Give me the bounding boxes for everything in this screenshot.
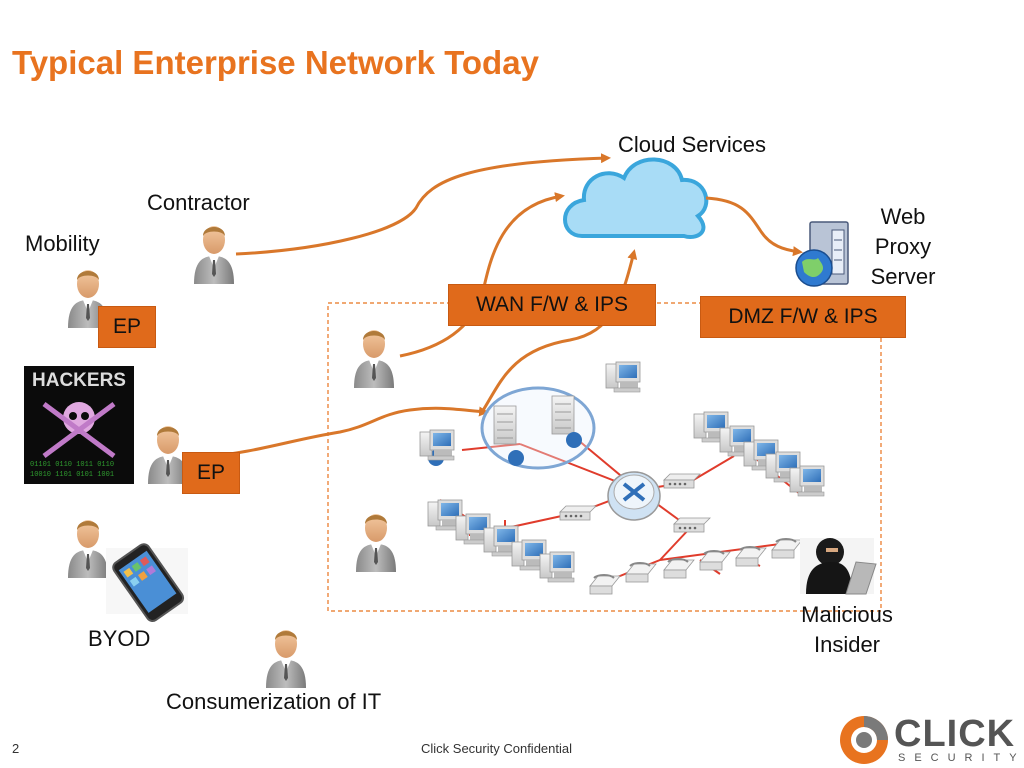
smartphone-image <box>106 543 188 622</box>
malicious-insider-image <box>800 538 877 595</box>
internal-user-person-icon <box>354 330 394 388</box>
cloud-shape <box>563 157 709 239</box>
byod-label: BYOD <box>88 626 151 651</box>
mobility-label: Mobility <box>25 231 100 256</box>
contractor-person-icon <box>194 226 234 284</box>
core-router-icon <box>607 471 661 521</box>
web-proxy-server-label: Web Proxy Server <box>870 204 936 289</box>
arrow-user-wan <box>399 192 565 358</box>
dmz-firewall-tag: DMZ F/W & IPS <box>700 296 906 338</box>
svg-text:10010 1101 0101 1001: 10010 1101 0101 1001 <box>30 471 114 479</box>
malicious-insider-label: Malicious Insider <box>801 602 893 657</box>
click-security-logo-icon <box>840 716 888 764</box>
consumerization-label: Consumerization of IT <box>166 689 382 714</box>
page-number: 2 <box>12 741 20 756</box>
database-badge-icon <box>566 432 582 448</box>
server-1 <box>493 405 517 445</box>
logo-name: CLICK <box>894 713 1016 755</box>
wan-firewall-tag: WAN F/W & IPS <box>448 284 656 326</box>
byod-person-icon <box>68 520 108 578</box>
arrow-contractor-cloud <box>235 153 611 256</box>
arrow-cloud-proxy <box>705 196 803 257</box>
arrow-hacker-network <box>197 406 489 460</box>
logo-sub: SECURITY <box>898 752 1024 764</box>
dollar-badge-icon <box>508 450 524 466</box>
ep-tag-hacker: EP <box>182 452 240 494</box>
web-proxy-server-icon <box>795 221 849 287</box>
ep-tag-mobility: EP <box>98 306 156 348</box>
consumerization-person-icon <box>266 630 306 688</box>
hackers-image: HACKERS 01101 0110 1011 0110 10010 1101 … <box>24 366 134 484</box>
confidential-footer: Click Security Confidential <box>421 741 573 756</box>
contractor-label: Contractor <box>147 190 250 215</box>
svg-text:01101 0110 1011 0110: 01101 0110 1011 0110 <box>30 461 114 469</box>
page-title: Typical Enterprise Network Today <box>12 44 539 81</box>
cloud-services-label: Cloud Services <box>618 132 766 157</box>
hackers-image-text: HACKERS <box>32 370 126 391</box>
server-2 <box>551 395 575 435</box>
internal-user-person-icon-2 <box>356 514 396 572</box>
